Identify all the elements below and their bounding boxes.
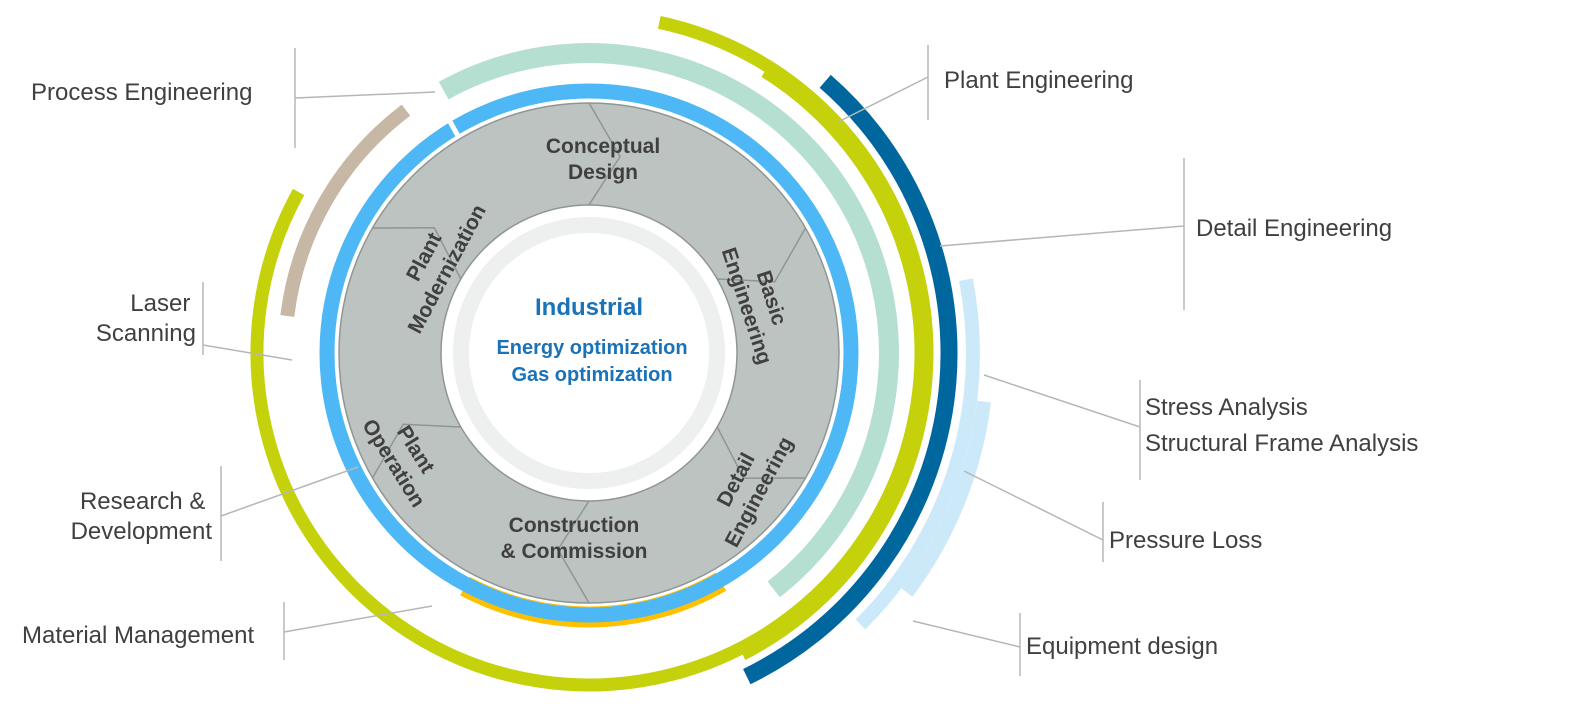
plant-engineering-ring xyxy=(657,16,934,660)
detail-engineering-leader xyxy=(939,225,1185,247)
segment-label-line: Design xyxy=(568,161,638,184)
research-development-ring xyxy=(319,83,859,623)
process-engineering-leader xyxy=(294,91,436,99)
material-management-leader xyxy=(283,605,433,633)
segment-ring-body xyxy=(339,103,839,603)
laser-scanning-label: Laser Scanning xyxy=(96,290,197,347)
segment-label-line: Conceptual xyxy=(546,135,660,158)
center-title: Industrial xyxy=(535,294,643,321)
laser-scanning-ring xyxy=(280,104,411,317)
research-development-leader xyxy=(220,466,359,517)
detail-engineering-label: Detail Engineering xyxy=(1196,215,1392,242)
inner-pale-ring xyxy=(453,217,725,489)
plant-engineering-leader xyxy=(837,76,929,123)
detail-engineering-ring xyxy=(743,74,958,685)
stress-analysis-leader xyxy=(983,374,1141,428)
center-label: Industrial Energy optimization Gas optim… xyxy=(496,294,687,386)
callout-labels: Process Engineering Plant Engineering De… xyxy=(22,67,1418,660)
process-engineering-label: Process Engineering xyxy=(31,79,252,106)
research-development-label: Research & Development xyxy=(71,488,213,545)
segment-label-line: Construction xyxy=(509,514,640,537)
segment-label-line: & Commission xyxy=(500,540,647,563)
segment-divider xyxy=(372,227,462,280)
center-line-1: Energy optimization xyxy=(496,337,687,359)
segment-construction-commission: Construction & Commission xyxy=(500,514,647,563)
plant-modernization-ring xyxy=(438,43,899,598)
pressure-loss-leader xyxy=(963,470,1104,541)
ring-notch xyxy=(445,116,461,138)
segment-divider xyxy=(716,426,806,479)
equipment-design-label: Equipment design xyxy=(1026,633,1218,660)
segment-divider xyxy=(371,423,461,479)
equipment-design-leader xyxy=(912,620,1021,648)
stress-analysis-ring xyxy=(855,278,980,630)
service-rings xyxy=(250,16,991,692)
laser-scanning-leader xyxy=(202,344,293,361)
pressure-loss-label: Pressure Loss xyxy=(1109,527,1262,554)
pressure-loss-ring xyxy=(901,400,991,597)
stress-analysis-label: Stress Analysis Structural Frame Analysi… xyxy=(1145,394,1418,457)
center-line-2: Gas optimization xyxy=(511,364,672,386)
leader-lines xyxy=(202,45,1185,676)
segment-divider xyxy=(588,102,621,206)
plant-engineering-label: Plant Engineering xyxy=(944,67,1133,94)
material-management-label: Material Management xyxy=(22,622,254,649)
segment-divider xyxy=(717,227,807,283)
segment-divider xyxy=(557,500,590,604)
